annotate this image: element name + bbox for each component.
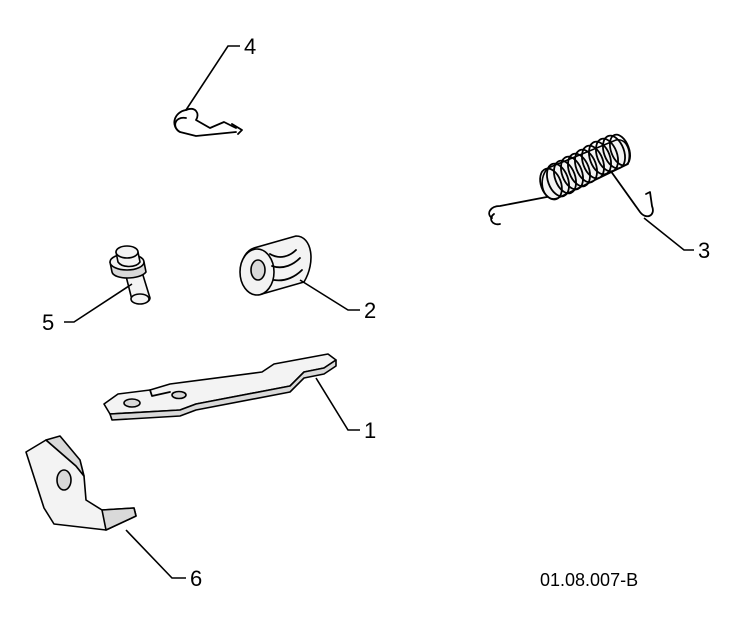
callout-4: 4 [244,34,256,59]
part-4-hairpin-clip [173,108,243,137]
part-2-cam-bushing [239,235,312,296]
leader-5 [64,283,133,323]
leader-3 [643,217,694,251]
leader-lines [64,45,694,579]
part-5-flange-bolt [109,245,151,305]
callout-3: 3 [698,238,710,263]
leader-2 [299,279,360,311]
reference-code: 01.08.007-B [540,570,638,590]
callout-6: 6 [190,566,202,591]
leader-6 [125,529,186,579]
part-1-link-bracket [103,353,337,421]
leader-1 [315,377,360,431]
callout-1: 1 [364,418,376,443]
leader-4 [185,45,240,111]
callout-2: 2 [364,298,376,323]
part-3-extension-spring [488,133,654,226]
spring-coils [539,133,631,201]
callout-5: 5 [42,310,54,335]
part-6-angle-bracket [25,435,137,531]
